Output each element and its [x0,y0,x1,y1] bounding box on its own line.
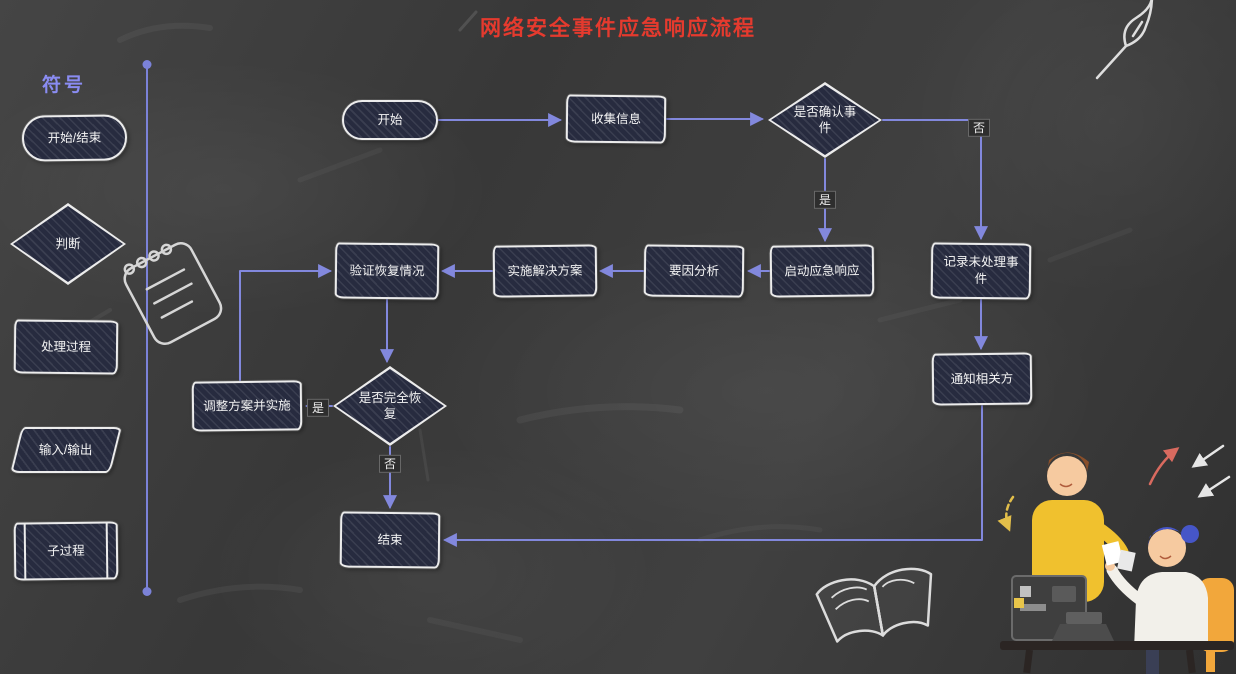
spiral-notebook-icon [123,242,223,346]
flow-node-notify-parties[interactable]: 通知相关方 [931,352,1033,406]
flow-node-fully-recovered[interactable]: 是否完全恢复 [333,366,447,446]
legend-shape-start-end[interactable]: 开始/结束 [21,114,128,162]
edge-label-no: 否 [967,118,991,138]
flow-node-start-response[interactable]: 启动应急响应 [769,244,875,298]
legend-label: 判断 [55,236,81,251]
flow-node-collect-info[interactable]: 收集信息 [565,94,667,144]
flow-node-implement-solution[interactable]: 实施解决方案 [492,244,598,298]
flow-node-adjust-plan[interactable]: 调整方案并实施 [191,380,303,432]
flow-node-verify-recovery[interactable]: 验证恢复情况 [334,242,440,300]
legend-label: 处理过程 [40,339,92,354]
flow-node-label: 收集信息 [590,111,642,126]
open-book-icon [815,567,933,643]
legend-label: 开始/结束 [47,130,102,145]
flow-node-label: 要因分析 [668,263,720,278]
edge-label-yes: 是 [813,190,837,210]
flow-node-root-cause[interactable]: 要因分析 [643,244,745,298]
flow-node-label: 是否完全恢复 [358,390,422,421]
legend-label: 输入/输出 [39,442,93,457]
flow-node-label: 是否确认事件 [793,104,857,135]
flow-node-label: 验证恢复情况 [349,263,425,278]
flow-node-end[interactable]: 结束 [339,511,441,569]
legend-shape-decision[interactable]: 判断 [10,203,126,285]
legend-label: 子过程 [47,543,85,558]
legend-shape-subprocess[interactable]: 子过程 [13,521,119,581]
flow-node-label: 结束 [377,532,403,547]
legend-divider [146,64,148,592]
legend-heading: 符号 [42,75,87,96]
flow-node-record-unhandled[interactable]: 记录未处理事件 [930,242,1032,300]
subprocess-bar [23,524,27,579]
flow-node-start[interactable]: 开始 [342,100,438,140]
flow-node-label: 调整方案并实施 [203,398,291,414]
flow-node-label: 开始 [377,112,403,127]
flow-node-label: 记录未处理事件 [943,254,1019,287]
subprocess-bar [105,523,109,578]
flow-node-label: 启动应急响应 [784,263,860,279]
flow-node-label: 通知相关方 [950,371,1014,386]
people-at-computer-illustration [1000,452,1234,674]
edge-label-no: 否 [378,454,402,474]
legend-shape-input-output[interactable]: 输入/输出 [10,427,122,473]
flow-node-confirm-incident[interactable]: 是否确认事件 [768,82,882,158]
flow-node-label: 实施解决方案 [507,263,583,279]
edge-label-yes: 是 [306,398,330,418]
page-title: 网络安全事件应急响应流程 [480,17,756,40]
legend-shape-process[interactable]: 处理过程 [13,319,119,375]
chalk-arrow-icons [997,444,1231,532]
